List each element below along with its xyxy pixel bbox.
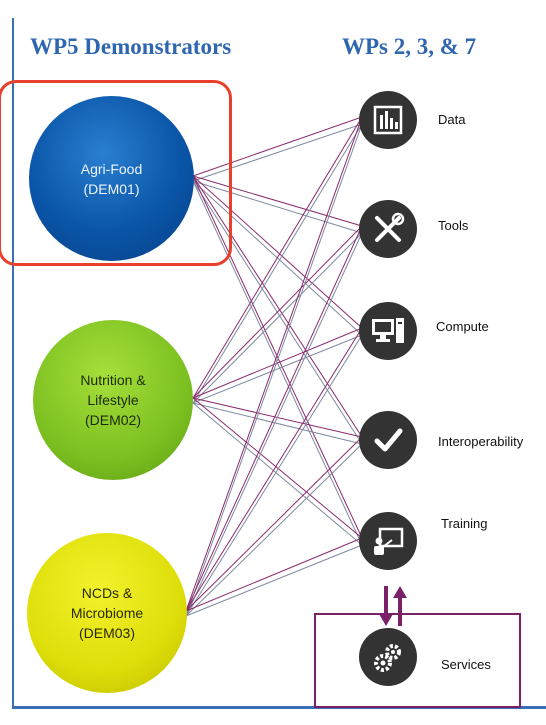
link-dem3-training bbox=[185, 537, 363, 612]
computer-icon bbox=[359, 302, 417, 360]
link-dem3-compute bbox=[185, 334, 363, 617]
frame-left-border bbox=[12, 18, 14, 708]
link-dem3-interoperability bbox=[185, 436, 363, 612]
demonstrator-code: (DEM01) bbox=[83, 180, 140, 197]
tools-icon bbox=[359, 200, 417, 258]
link-dem2-training bbox=[192, 397, 363, 539]
node-label-data: Data bbox=[438, 112, 466, 127]
demonstrator-name: Agri-Food bbox=[80, 160, 143, 177]
training-services-arrows bbox=[379, 586, 407, 626]
link-dem1-data bbox=[192, 123, 363, 182]
link-dem3-tools bbox=[185, 225, 363, 612]
link-dem1-interoperability bbox=[192, 175, 363, 438]
link-dem2-data bbox=[192, 116, 363, 399]
heading-demonstrators: WP5 Demonstrators bbox=[30, 34, 232, 59]
frame-bottom-border bbox=[12, 706, 546, 709]
link-dem1-tools bbox=[192, 175, 363, 227]
presenter-icon bbox=[359, 512, 417, 570]
link-dem3-interoperability bbox=[185, 443, 363, 617]
node-label-tools: Tools bbox=[438, 218, 469, 233]
link-dem3-training bbox=[185, 544, 363, 617]
bar-chart-icon bbox=[359, 91, 417, 149]
demonstrator-name-line2: Microbiome bbox=[70, 605, 144, 621]
link-dem2-tools bbox=[192, 225, 363, 399]
link-dem1-compute bbox=[192, 175, 363, 329]
link-dem2-tools bbox=[192, 232, 363, 404]
link-dem3-data bbox=[185, 116, 363, 612]
demonstrator-code: (DEM03) bbox=[78, 625, 135, 641]
gears-icon bbox=[359, 628, 417, 686]
node-label-training: Training bbox=[441, 516, 488, 531]
demonstrator-name: NCDs & bbox=[81, 585, 133, 601]
circle-agri-food: Agri-Food (DEM01) bbox=[29, 96, 194, 261]
link-dem1-tools bbox=[192, 180, 363, 234]
link-dem2-interoperability bbox=[192, 402, 363, 445]
demonstrator-code: (DEM02) bbox=[84, 412, 141, 428]
heading-wps: WPs 2, 3, & 7 bbox=[342, 34, 477, 59]
demonstrator-name-line2: Lifestyle bbox=[87, 392, 139, 408]
link-dem2-compute bbox=[192, 327, 363, 399]
arrow-down-head bbox=[379, 614, 393, 626]
link-dem3-data bbox=[185, 123, 363, 617]
link-dem3-tools bbox=[185, 232, 363, 617]
link-dem2-compute bbox=[192, 334, 363, 404]
services-box bbox=[314, 613, 521, 708]
link-dem2-training bbox=[192, 402, 363, 546]
link-dem1-training bbox=[192, 175, 363, 539]
node-label-compute: Compute bbox=[436, 319, 489, 334]
circle-ncds-microbiome: NCDs & Microbiome (DEM03) bbox=[27, 533, 187, 693]
arrow-up-head bbox=[393, 586, 407, 598]
link-dem3-compute bbox=[185, 327, 363, 612]
node-label-services: Services bbox=[441, 657, 491, 672]
node-label-interoperability: Interoperability bbox=[438, 434, 524, 449]
checkmark-icon bbox=[359, 411, 417, 469]
link-dem1-data bbox=[192, 116, 363, 177]
circle-nutrition-lifestyle: Nutrition & Lifestyle (DEM02) bbox=[33, 320, 193, 480]
demonstrator-name: Nutrition & bbox=[80, 372, 146, 388]
agri-food-highlight-box bbox=[0, 80, 232, 266]
link-dem2-data bbox=[192, 123, 363, 404]
